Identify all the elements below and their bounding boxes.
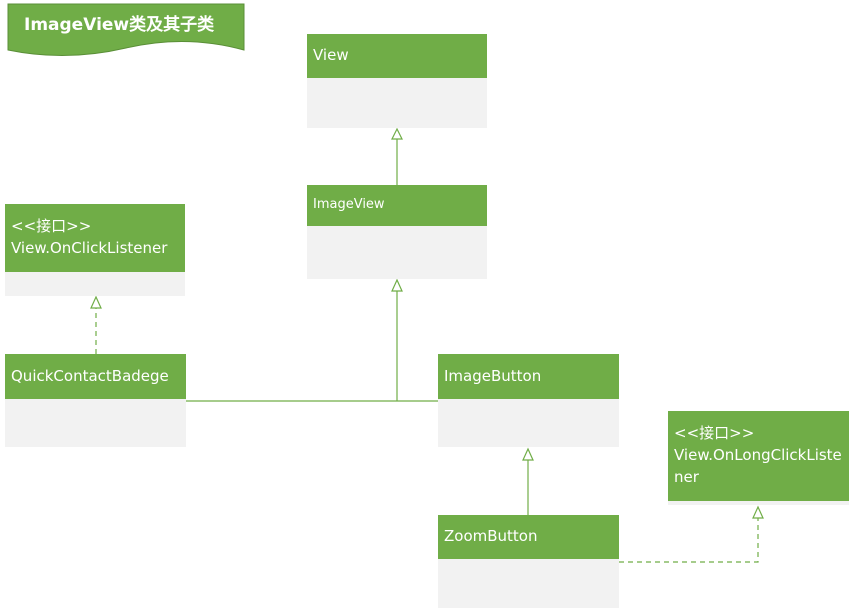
class-name-line2: ner bbox=[674, 467, 699, 486]
realize-arrow-onclick bbox=[90, 295, 102, 309]
class-view[interactable]: View bbox=[307, 34, 487, 128]
title-banner bbox=[7, 3, 245, 57]
class-onlongclicklistener[interactable]: <<接口>> View.OnLongClickListe ner bbox=[668, 411, 849, 505]
class-name-line1: View.OnLongClickListe bbox=[674, 446, 842, 465]
class-imagebutton[interactable]: ImageButton bbox=[438, 354, 619, 447]
class-name: View bbox=[313, 46, 349, 65]
inherit-arrow-view bbox=[391, 127, 403, 140]
class-quickcontactbadege[interactable]: QuickContactBadege bbox=[5, 354, 186, 447]
class-onclicklistener[interactable]: <<接口>> View.OnClickListener bbox=[5, 204, 185, 296]
stereotype-label: <<接口>> bbox=[11, 217, 92, 236]
inherit-arrow-imagebutton bbox=[522, 447, 534, 461]
realize-zoombutton-onlongclick bbox=[619, 518, 759, 563]
class-name: QuickContactBadege bbox=[11, 366, 169, 385]
class-name: View.OnClickListener bbox=[11, 239, 168, 257]
class-imageview[interactable]: ImageView bbox=[307, 185, 487, 279]
stereotype-label: <<接口>> bbox=[674, 424, 755, 443]
class-name: ImageView bbox=[313, 197, 385, 213]
realize-arrow-onlongclick bbox=[752, 505, 764, 519]
inherit-arrow-imageview bbox=[391, 278, 403, 292]
class-zoombutton[interactable]: ZoomButton bbox=[438, 515, 619, 608]
diagram-title: ImageView类及其子类 bbox=[24, 15, 215, 35]
class-name: ZoomButton bbox=[444, 527, 538, 546]
class-name: ImageButton bbox=[444, 366, 542, 385]
